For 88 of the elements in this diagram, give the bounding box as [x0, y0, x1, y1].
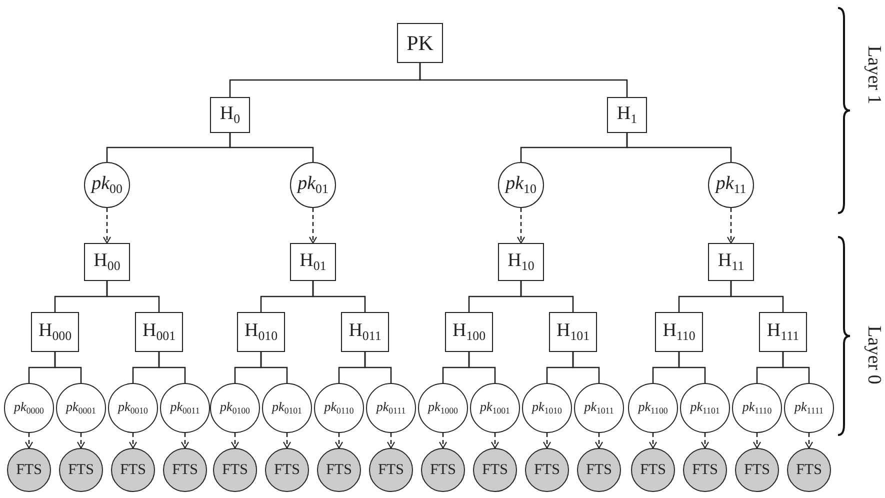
shaded-circle-node: FTS: [369, 448, 413, 492]
key-circle-node: pk$_{1111}$: [784, 383, 834, 433]
shaded-circle-node: FTS: [421, 448, 465, 492]
layer-label: Layer 0: [862, 326, 884, 384]
arrow: [594, 433, 604, 449]
arrow: [334, 433, 344, 449]
arrow: [700, 433, 710, 449]
key-circle-node: pk$_{1100}$: [628, 383, 678, 433]
shaded-circle-node: FTS: [317, 448, 361, 492]
arrow: [230, 433, 240, 449]
shaded-circle-node: FTS: [577, 448, 621, 492]
shaded-circle-node: FTS: [7, 448, 51, 492]
tree-connector: [782, 352, 810, 383]
key-circle-node: pk$_{01}$: [290, 162, 336, 208]
tree-connector: [678, 352, 706, 383]
key-circle-node: pk$_{0111}$: [366, 383, 416, 433]
key-circle-node: pk$_{0011}$: [160, 383, 210, 433]
arrow: [308, 208, 318, 244]
tree-connector: [468, 352, 496, 383]
hash-box: H$_{11}$: [708, 243, 754, 281]
arrow: [542, 433, 552, 449]
tree-connector: [229, 133, 314, 162]
hash-box: H$_{10}$: [498, 243, 544, 281]
tree-connector: [312, 281, 366, 312]
key-circle-node: pk$_{1000}$: [418, 383, 468, 433]
hash-box: H$_{0}$: [210, 97, 250, 133]
shaded-circle-node: FTS: [473, 448, 517, 492]
arrow: [490, 433, 500, 449]
tree-connector: [730, 281, 784, 312]
arrow: [386, 433, 396, 449]
hash-box: H$_{100}$: [445, 312, 493, 352]
hash-box: H$_{1}$: [607, 97, 647, 133]
arrow: [102, 208, 112, 244]
arrow: [282, 433, 292, 449]
key-circle-node: pk$_{00}$: [84, 162, 130, 208]
key-circle-node: pk$_{1001}$: [470, 383, 520, 433]
arrow: [648, 433, 658, 449]
tree-connector: [572, 352, 600, 383]
key-circle-node: pk$_{0010}$: [108, 383, 158, 433]
arrow: [180, 433, 190, 449]
layer-label: Layer 1: [862, 46, 884, 104]
hash-box: H$_{000}$: [31, 312, 79, 352]
hash-box: PK: [397, 23, 443, 63]
tree-connector: [364, 352, 392, 383]
tree-connector: [520, 281, 574, 312]
tree-connector: [260, 352, 288, 383]
key-circle-node: pk$_{0101}$: [262, 383, 312, 433]
shaded-circle-node: FTS: [525, 448, 569, 492]
key-circle-node: pk$_{0000}$: [4, 383, 54, 433]
key-circle-node: pk$_{0110}$: [314, 383, 364, 433]
hash-box: H$_{110}$: [655, 312, 703, 352]
hash-box: H$_{00}$: [84, 243, 130, 281]
key-circle-node: pk$_{0001}$: [56, 383, 106, 433]
hash-box: H$_{010}$: [237, 312, 285, 352]
key-circle-node: pk$_{10}$: [498, 162, 544, 208]
shaded-circle-node: FTS: [735, 448, 779, 492]
hash-box: H$_{001}$: [135, 312, 183, 352]
shaded-circle-node: FTS: [683, 448, 727, 492]
arrow: [726, 208, 736, 244]
tree-connector: [54, 352, 82, 383]
arrow: [128, 433, 138, 449]
tree-connector: [626, 133, 732, 162]
hash-box: H$_{01}$: [290, 243, 336, 281]
key-circle-node: pk$_{1101}$: [680, 383, 730, 433]
arrow: [752, 433, 762, 449]
shaded-circle-node: FTS: [631, 448, 675, 492]
key-circle-node: pk$_{0100}$: [210, 383, 260, 433]
key-circle-node: pk$_{1110}$: [732, 383, 782, 433]
arrow: [76, 433, 86, 449]
hash-box: H$_{011}$: [341, 312, 389, 352]
shaded-circle-node: FTS: [787, 448, 831, 492]
shaded-circle-node: FTS: [265, 448, 309, 492]
key-circle-node: pk$_{1010}$: [522, 383, 572, 433]
key-circle-node: pk$_{1011}$: [574, 383, 624, 433]
shaded-circle-node: FTS: [59, 448, 103, 492]
tree-connector: [419, 63, 628, 97]
arrow: [438, 433, 448, 449]
shaded-circle-node: FTS: [111, 448, 155, 492]
hash-box: H$_{101}$: [549, 312, 597, 352]
tree-connector: [158, 352, 186, 383]
tree-connector: [106, 281, 160, 312]
arrow: [804, 433, 814, 449]
arrow: [24, 433, 34, 449]
shaded-circle-node: FTS: [163, 448, 207, 492]
shaded-circle-node: FTS: [213, 448, 257, 492]
key-circle-node: pk$_{11}$: [708, 162, 754, 208]
arrow: [516, 208, 526, 244]
hash-box: H$_{111}$: [759, 312, 807, 352]
